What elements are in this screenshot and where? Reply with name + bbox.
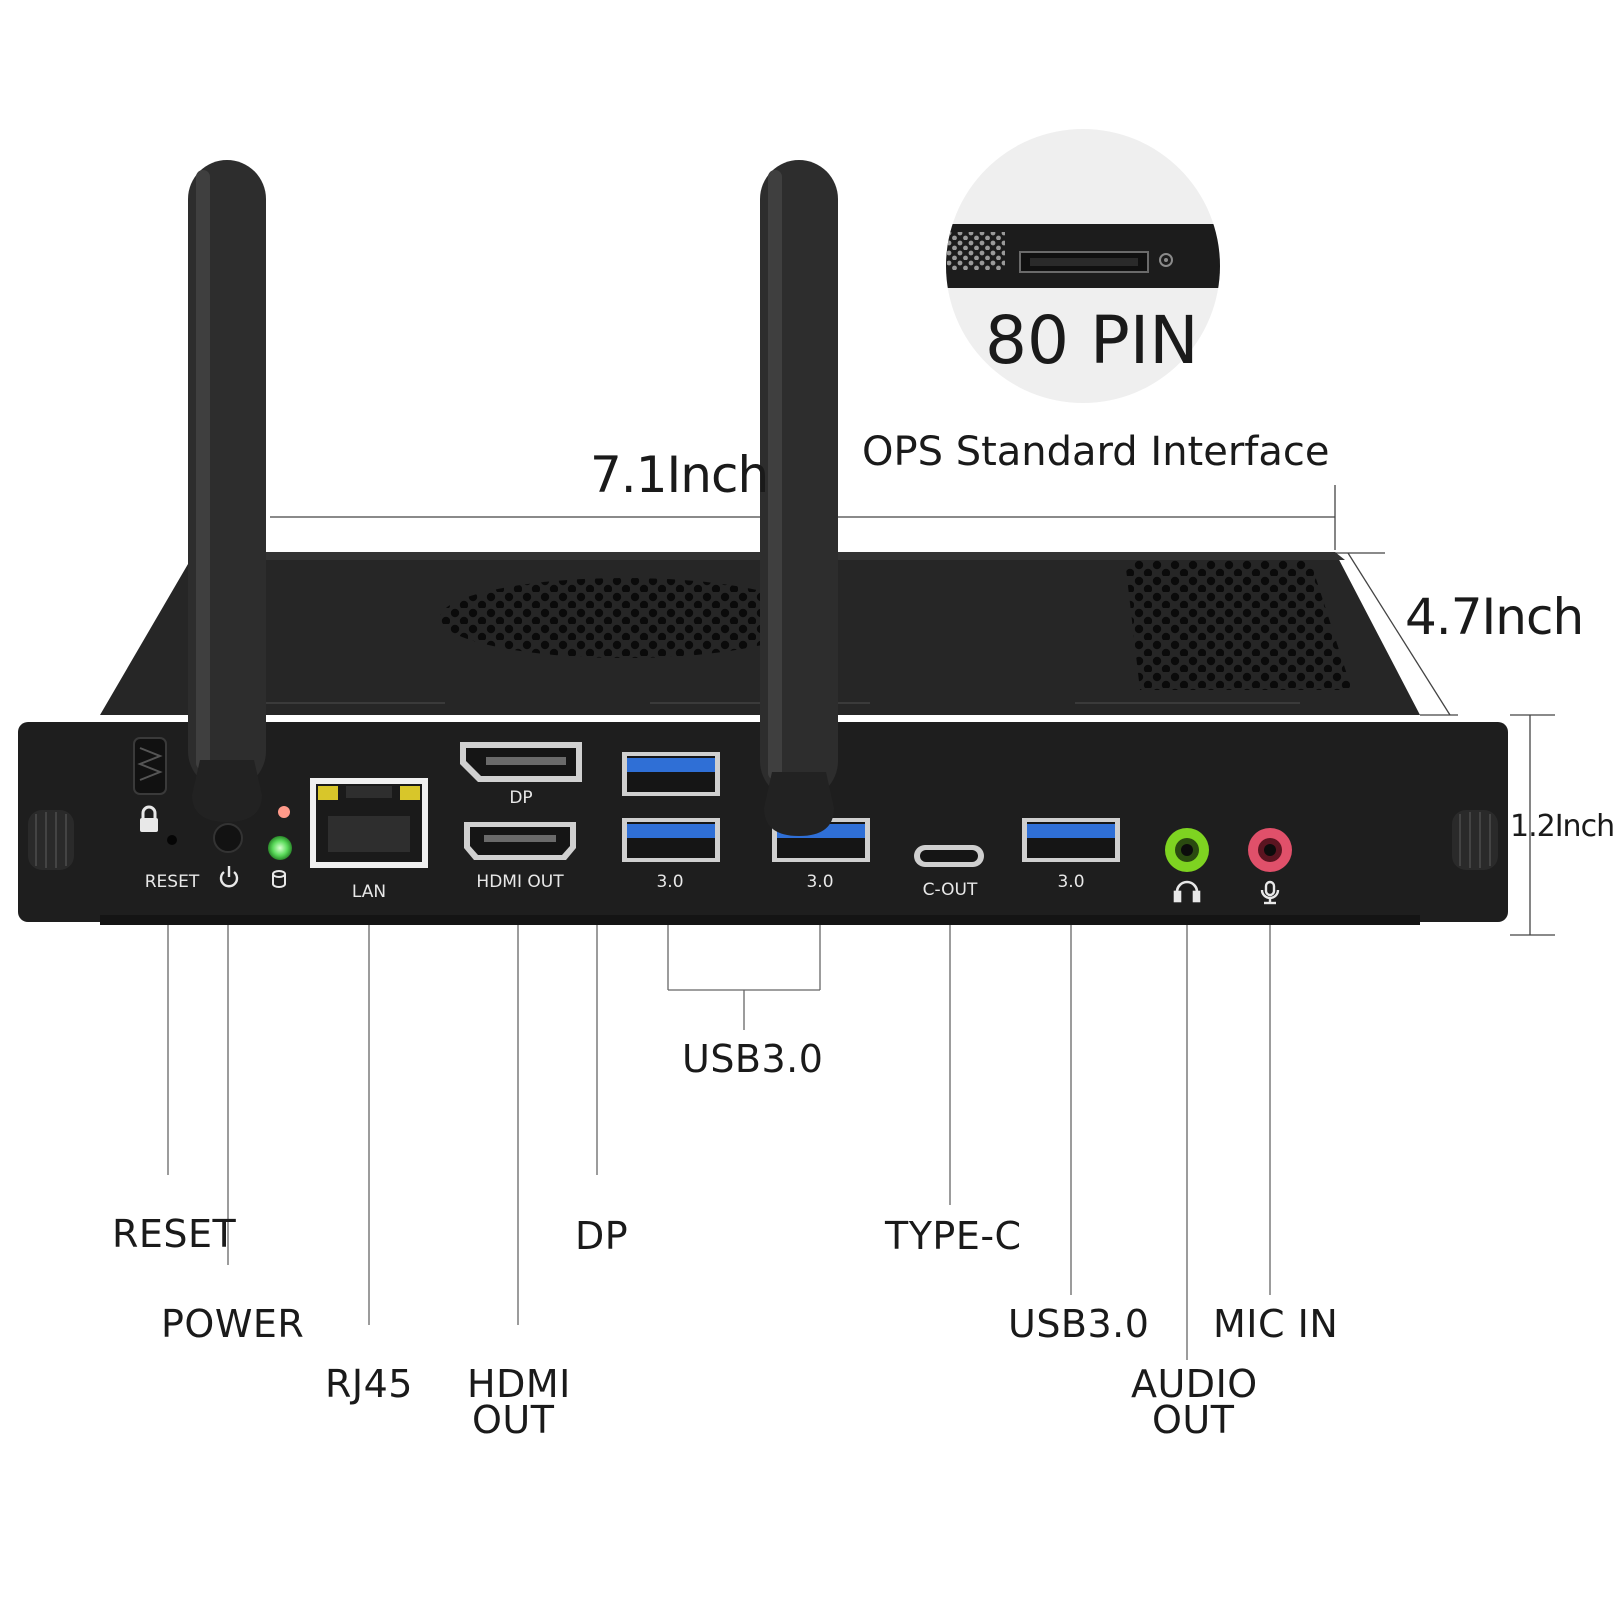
chassis [18, 552, 1508, 925]
panel-label-reset: RESET [144, 872, 200, 892]
hdmi-port[interactable] [464, 822, 576, 860]
callout-audio-line2: OUT [1152, 1398, 1235, 1442]
microphone-icon [1260, 880, 1280, 905]
type-c-port[interactable] [914, 845, 984, 867]
width-dimension: 7.1Inch [590, 446, 769, 504]
callout-hdmi-line1: HDMI [467, 1362, 571, 1406]
hdd-led [268, 836, 292, 860]
callout-typec: TYPE-C [885, 1214, 1022, 1258]
interface-caption: OPS Standard Interface [862, 429, 1330, 475]
leader-lines [167, 925, 1271, 1360]
callout-mic-in: MIC IN [1213, 1302, 1339, 1346]
callout-hdmi-line2: OUT [472, 1398, 555, 1442]
hdd-icon [272, 870, 286, 888]
power-button[interactable] [213, 823, 243, 853]
power-icon [219, 866, 239, 888]
headphone-icon [1173, 880, 1201, 903]
mic-in-jack[interactable] [1248, 828, 1292, 872]
panel-label-lan: LAN [351, 882, 387, 902]
panel-label-hdmi: HDMI OUT [476, 872, 564, 892]
power-led [278, 806, 290, 818]
panel-label-usb-c: 3.0 [1057, 872, 1085, 892]
panel-label-dp: DP [509, 788, 533, 808]
lock-icon [140, 805, 158, 832]
interface-zoom-circle [946, 129, 1220, 403]
rj45-port[interactable] [310, 778, 428, 868]
callout-audio-line1: AUDIO [1131, 1362, 1258, 1406]
panel-label-usb-a: 3.0 [656, 872, 684, 892]
usb-port-top[interactable] [622, 752, 720, 796]
audio-out-jack[interactable] [1165, 828, 1209, 872]
callout-power: POWER [161, 1302, 305, 1346]
panel-label-usb-b: 3.0 [806, 872, 834, 892]
callout-rj45: RJ45 [325, 1362, 413, 1406]
reset-pinhole[interactable] [167, 835, 177, 845]
usb-port-right[interactable] [1022, 818, 1120, 862]
pin-count-label: 80 PIN [985, 302, 1199, 379]
callout-usb-single: USB3.0 [1008, 1302, 1150, 1346]
antenna-right [760, 160, 838, 836]
antenna-left [188, 160, 266, 822]
dp-port[interactable] [460, 742, 582, 782]
callout-dp: DP [575, 1214, 629, 1258]
panel-label-typec: C-OUT [922, 880, 978, 900]
usb-port-bottom[interactable] [622, 818, 720, 862]
callout-usb-group: USB3.0 [682, 1037, 824, 1081]
callout-reset: RESET [112, 1212, 237, 1256]
height-dimension: 1.2Inch [1510, 809, 1614, 844]
kensington-slot [133, 737, 167, 795]
depth-dimension: 4.7Inch [1405, 588, 1584, 646]
